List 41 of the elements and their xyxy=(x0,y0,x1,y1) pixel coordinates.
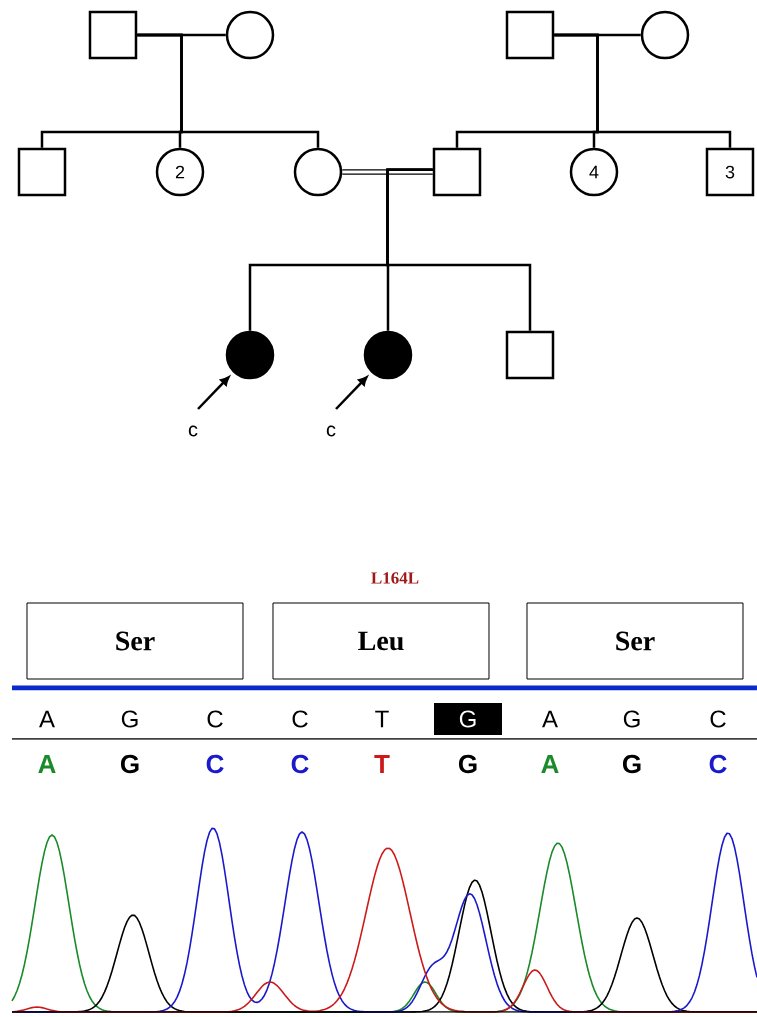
pedigree-square xyxy=(432,147,482,197)
mutation-label: L164L xyxy=(371,572,419,584)
descent-line xyxy=(386,168,532,331)
base-call: A xyxy=(38,755,56,773)
codon-box: Ser xyxy=(26,602,244,680)
base-letter: C xyxy=(710,710,726,728)
pedigree-square xyxy=(505,10,555,60)
pedigree-square: 3 xyxy=(705,147,755,197)
proband-label: c xyxy=(188,425,198,437)
proband-arrow xyxy=(197,376,230,410)
pedigree-circle xyxy=(363,330,413,380)
base-letter: T xyxy=(375,710,389,728)
base-letter: G xyxy=(121,710,138,728)
base-call: G xyxy=(458,754,477,774)
pedigree-circle xyxy=(225,10,275,60)
codon-box: Leu xyxy=(272,602,490,680)
pedigree-circle xyxy=(293,147,343,197)
highlighted-base: G xyxy=(434,703,502,735)
base-call: C xyxy=(206,754,224,774)
pedigree-square xyxy=(505,330,555,380)
base-letter: C xyxy=(207,710,223,728)
base-letter: G xyxy=(623,710,640,728)
base-call: C xyxy=(709,754,727,774)
descent-line xyxy=(554,33,732,148)
base-call: A xyxy=(541,755,559,773)
proband-arrow xyxy=(335,376,368,410)
codon-box: Ser xyxy=(526,602,744,680)
base-call: G xyxy=(120,754,139,774)
pedigree-circle xyxy=(640,10,690,60)
base-call: G xyxy=(622,754,641,774)
pedigree-circle xyxy=(225,330,275,380)
base-letter: C xyxy=(292,710,308,728)
base-call: T xyxy=(374,755,390,773)
marriage-line xyxy=(342,169,433,175)
proband-label: c xyxy=(326,425,336,437)
base-letter: A xyxy=(39,710,55,728)
base-letter: A xyxy=(542,710,558,728)
pedigree-square xyxy=(88,10,138,60)
base-call: C xyxy=(291,754,309,774)
descent-line xyxy=(137,33,320,148)
pedigree-square xyxy=(17,147,67,197)
